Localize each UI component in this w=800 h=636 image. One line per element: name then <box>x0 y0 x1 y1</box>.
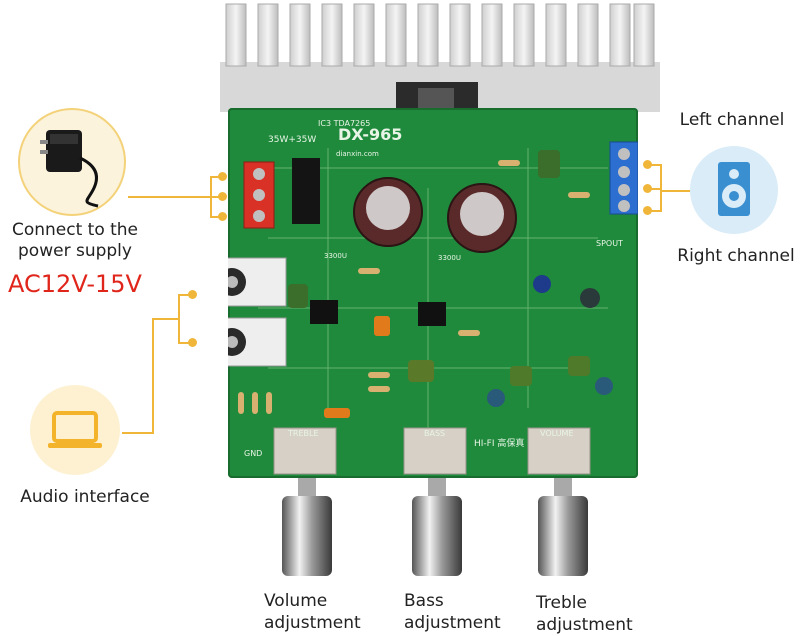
bracket-dot <box>188 290 197 299</box>
audio-connector-line <box>152 318 178 320</box>
bracket-dot <box>643 184 652 193</box>
speaker-icon <box>718 162 750 216</box>
bass-label: Bass adjustment <box>404 591 501 633</box>
bracket-tick <box>648 210 662 212</box>
speaker-illustration <box>690 146 778 234</box>
bracket-dot <box>188 338 197 347</box>
pcb-board: DX-965 35W+35W IC3 TDA7265 dianxin.com T… <box>217 108 639 478</box>
bracket-dot <box>643 160 652 169</box>
power-adapter-icon <box>40 130 99 208</box>
bracket-tick <box>210 216 222 218</box>
speaker-connector-line <box>662 190 690 192</box>
gnd-text: GND <box>244 449 262 458</box>
bracket-tick <box>178 294 192 296</box>
right-channel-label: Right channel <box>677 246 795 266</box>
volume-text: VOLUME <box>540 429 574 438</box>
cap-text: 3300U <box>324 252 347 260</box>
laptop-illustration <box>30 385 120 475</box>
bracket-tick <box>648 164 662 166</box>
audio-connector-line <box>152 318 154 433</box>
power-adapter-illustration <box>18 108 126 216</box>
power-label: Connect to the power supply <box>11 220 139 261</box>
model-text: DX-965 <box>338 125 402 144</box>
hifi-text: HI-FI 高保真 <box>474 437 524 449</box>
left-channel-label: Left channel <box>679 110 785 130</box>
bracket-tick <box>210 196 222 198</box>
treble-knob[interactable] <box>532 478 594 578</box>
audio-interface-label: Audio interface <box>20 487 150 507</box>
power-connector-line <box>128 196 210 198</box>
bass-knob[interactable] <box>406 478 468 578</box>
laptop-icon <box>48 411 102 448</box>
bracket-dot <box>218 172 227 181</box>
treble-label: Treble adjustment <box>536 593 633 635</box>
power-voltage-label: AC12V-15V <box>8 270 142 298</box>
power-rating-text: 35W+35W <box>268 135 316 145</box>
bracket-tick <box>178 342 192 344</box>
treble-text: TREBLE <box>287 429 319 438</box>
spout-text: SPOUT <box>596 239 623 248</box>
bracket-dot <box>643 206 652 215</box>
bracket-tick <box>210 176 222 178</box>
volume-knob[interactable] <box>276 478 338 578</box>
audio-bracket <box>178 294 180 344</box>
audio-connector-line <box>122 432 154 434</box>
cap-text: 3300U <box>438 254 461 262</box>
volume-label: Volume adjustment <box>264 591 361 633</box>
bass-text: BASS <box>424 429 445 438</box>
bracket-dot <box>218 192 227 201</box>
bracket-tick <box>648 188 662 190</box>
heatsink <box>220 0 660 135</box>
site-text: dianxin.com <box>336 150 379 158</box>
bracket-dot <box>218 212 227 221</box>
ic-text: IC3 TDA7265 <box>318 119 370 128</box>
